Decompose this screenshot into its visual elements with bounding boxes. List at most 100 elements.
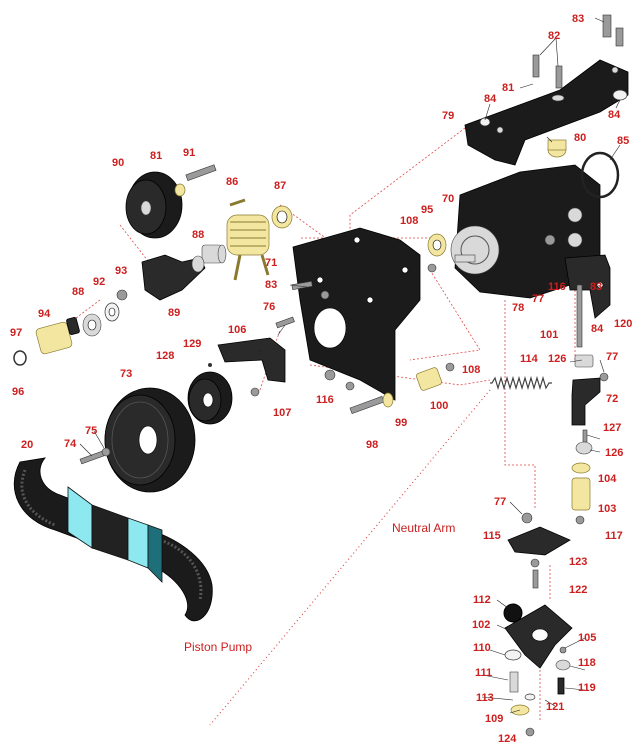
- callout: 116: [316, 394, 334, 406]
- pulley-73: [104, 387, 196, 493]
- callout: 99: [395, 417, 407, 429]
- callout: 98: [366, 439, 378, 451]
- callout: 122: [569, 584, 587, 596]
- callout: 84: [608, 109, 621, 121]
- spring-86: [226, 198, 270, 281]
- bracket-79: [464, 59, 629, 166]
- callout: 76: [263, 301, 275, 313]
- callout: 86: [226, 176, 238, 188]
- oring-85: [580, 151, 620, 199]
- callout: 123: [569, 556, 587, 568]
- callout: 105: [578, 632, 596, 644]
- bolt-91: [185, 164, 217, 181]
- callout: 124: [498, 733, 517, 745]
- callout: 126: [548, 353, 566, 365]
- callout: 70: [442, 193, 454, 205]
- neutral-stack: [571, 354, 601, 525]
- callout: 129: [183, 338, 201, 350]
- pin-94: [35, 317, 80, 355]
- callout: 20: [21, 439, 33, 451]
- callout: 79: [442, 110, 454, 122]
- neutral-arm-115: [507, 512, 571, 589]
- callout: 80: [574, 132, 586, 144]
- belt-20: [13, 457, 213, 622]
- hub-128: [187, 363, 233, 425]
- callout: 109: [485, 713, 503, 725]
- callout: 91: [183, 147, 195, 159]
- callout: 85: [617, 135, 629, 147]
- callout: 104: [598, 473, 617, 485]
- callout: 127: [603, 422, 621, 434]
- callout: 119: [578, 682, 596, 694]
- callout: 116: [548, 281, 566, 293]
- callout: 87: [274, 180, 286, 192]
- bushing-88: [82, 313, 102, 337]
- callout: 88: [72, 286, 84, 298]
- callout: 81: [502, 82, 514, 94]
- callout: 115: [483, 530, 501, 542]
- callout: 110: [473, 642, 491, 654]
- callout: 75: [85, 425, 97, 437]
- callout: 102: [472, 619, 490, 631]
- bolt-98: [349, 395, 385, 415]
- bushing-88-upper: [201, 244, 227, 264]
- spring-114: [490, 375, 552, 391]
- callout: 97: [10, 327, 22, 339]
- fasteners: [79, 280, 609, 465]
- callout: 100: [430, 400, 448, 412]
- washer-95: [427, 233, 447, 257]
- bushing-87: [271, 205, 293, 229]
- callout: 77: [494, 496, 506, 508]
- callout: 83: [590, 281, 602, 293]
- bushing-80: [547, 139, 567, 158]
- callout: 111: [475, 667, 492, 679]
- callout: 74: [64, 438, 77, 450]
- bushing-100: [416, 367, 442, 391]
- callout: 112: [473, 594, 491, 606]
- callout: 120: [614, 318, 632, 330]
- callout: 78: [512, 302, 524, 314]
- arm-89: [141, 254, 206, 301]
- callout: 77: [532, 293, 544, 305]
- mount-plate-71: [292, 227, 421, 401]
- bracket-106: [217, 337, 286, 383]
- nut-93: [116, 289, 128, 301]
- caption-piston-pump: Piston Pump: [184, 640, 252, 654]
- washer-99: [382, 392, 394, 408]
- callout: 106: [228, 324, 246, 336]
- nut-108: [427, 263, 437, 273]
- lower-arm: [503, 603, 573, 737]
- callout: 73: [120, 368, 132, 380]
- callout: 96: [12, 386, 24, 398]
- bracket-120: [564, 254, 611, 319]
- callout: 101: [540, 329, 558, 341]
- callout: 121: [546, 701, 564, 713]
- callout: 103: [598, 503, 616, 515]
- callout: 71: [265, 257, 277, 269]
- callout: 113: [476, 692, 494, 704]
- caption-neutral-arm: Neutral Arm: [392, 521, 455, 535]
- callout: 72: [606, 393, 618, 405]
- leader-lines: [79, 17, 621, 714]
- bolt-82: [532, 54, 563, 89]
- callout: 90: [112, 157, 124, 169]
- callout: 128: [156, 350, 174, 362]
- clip-97: [13, 350, 27, 366]
- bolt-83: [602, 14, 624, 47]
- callout: 107: [273, 407, 291, 419]
- callout: 94: [38, 308, 51, 320]
- rod-101: [576, 284, 583, 348]
- callout-labels: 83 82 81 84 84 85 79 80 90 81 91 86 87 8…: [10, 13, 632, 745]
- callout: 77: [606, 351, 618, 363]
- pump-70: [450, 164, 601, 299]
- callout: 126: [605, 447, 623, 459]
- pulley-90: [125, 171, 183, 239]
- callout: 114: [520, 353, 539, 365]
- callout: 81: [150, 150, 162, 162]
- callout: 89: [168, 307, 180, 319]
- callout: 84: [484, 93, 497, 105]
- callout: 95: [421, 204, 433, 216]
- callout: 83: [572, 13, 584, 25]
